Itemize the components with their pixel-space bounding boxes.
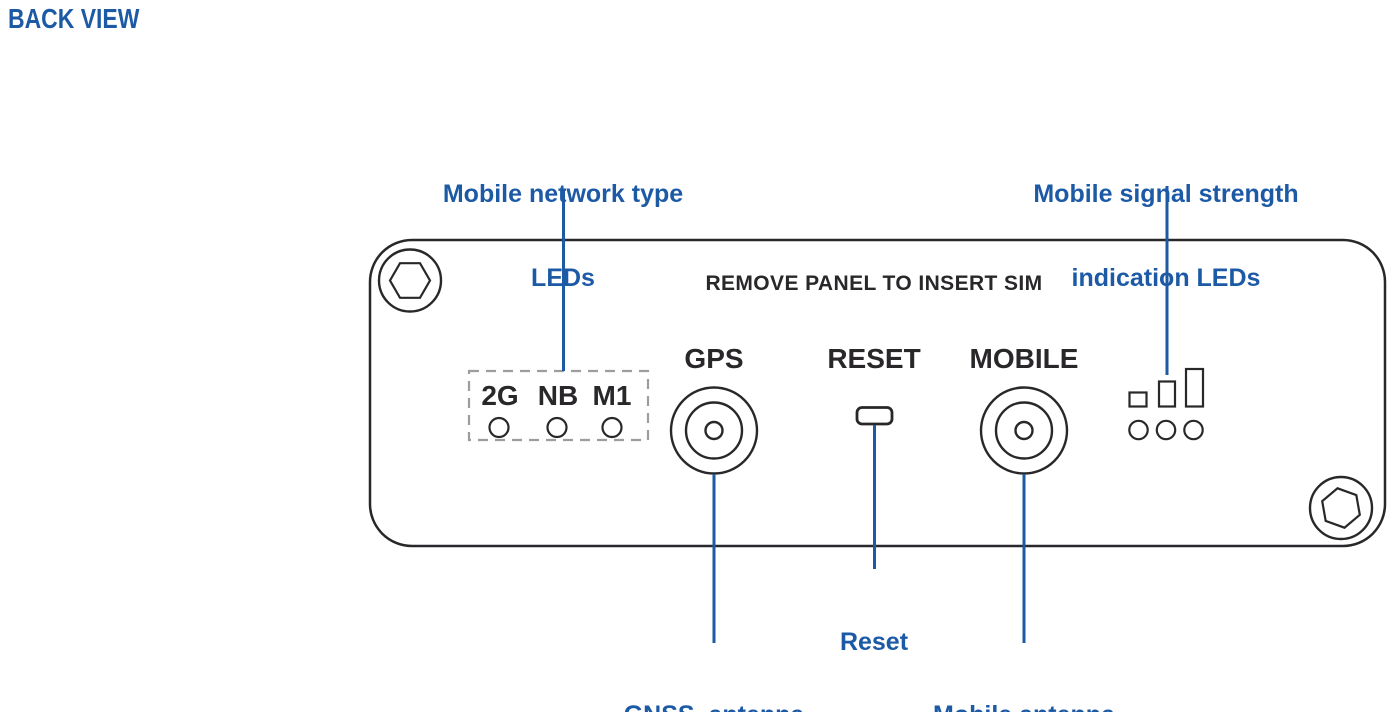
mobile-connector-icon	[979, 386, 1069, 475]
annotation-line: Mobile antenna	[933, 701, 1115, 712]
annotation-gnss-connector: GNSS antenna connector	[624, 645, 805, 712]
sim-notice-label: REMOVE PANEL TO INSERT SIM	[705, 272, 1043, 295]
network-leds-dashed-box	[467, 369, 650, 442]
led-label-m1: M1	[592, 380, 632, 411]
gps-label: GPS	[684, 343, 744, 374]
mobile-label: MOBILE	[969, 343, 1079, 374]
annotation-line: Mobile network type	[442, 180, 684, 208]
signal-strength-bars-icon	[1128, 367, 1205, 408]
annotation-signal-strength-leds: Mobile signal strength indication LEDs	[1033, 124, 1298, 348]
led-label-nb: NB	[537, 380, 579, 411]
reset-label: RESET	[827, 343, 921, 374]
device-panel-outline	[368, 238, 1387, 548]
annotation-network-type-leds: Mobile network type LEDs	[443, 124, 683, 348]
annotation-reset-button: Reset button	[835, 572, 913, 712]
annotation-line: Mobile signal strength	[1033, 180, 1299, 208]
reset-button-icon	[855, 406, 894, 426]
screw-icon	[377, 248, 443, 313]
network-led-icons	[488, 416, 623, 439]
annotation-line: Reset	[839, 628, 909, 656]
gnss-connector-icon	[669, 386, 759, 475]
screw-icon	[1308, 475, 1374, 541]
annotation-mobile-connector: Mobile antenna connector	[933, 645, 1115, 712]
annotation-line: LEDs	[531, 264, 595, 292]
led-label-2g: 2G	[481, 380, 519, 411]
annotation-line: GNSS antenna	[624, 701, 805, 712]
signal-led-icons	[1128, 419, 1204, 441]
page-title: BACK VIEW	[8, 3, 140, 34]
annotation-line: indication LEDs	[1071, 264, 1261, 292]
